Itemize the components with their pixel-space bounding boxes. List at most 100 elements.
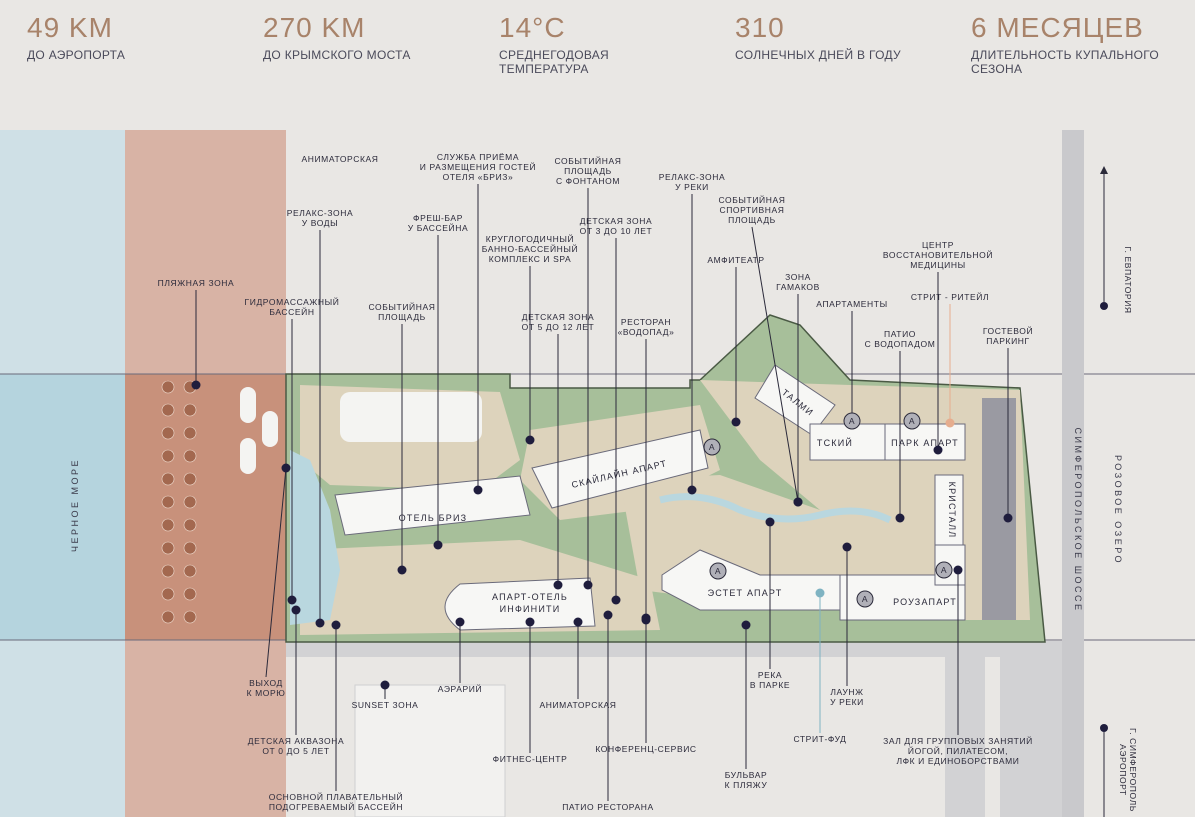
callout-label: АНИМАТОРСКАЯ bbox=[539, 700, 616, 710]
callout-dot bbox=[793, 497, 803, 507]
svg-text:A: A bbox=[849, 416, 855, 426]
direction-simferopol-2: АЭРОПОРТ bbox=[1118, 744, 1128, 796]
building-label-kristall: КРИСТАЛЛ bbox=[947, 482, 957, 539]
callout-label: ВЫХОД bbox=[249, 678, 283, 688]
svg-text:A: A bbox=[941, 565, 947, 575]
callout-dot bbox=[331, 620, 341, 630]
callout-label: СОБЫТИЙНАЯ bbox=[554, 155, 621, 166]
callout-label: С ФОНТАНОМ bbox=[556, 176, 620, 186]
callout-dot bbox=[641, 615, 651, 625]
callout-label: СТРИТ - РИТЕЙЛ bbox=[911, 291, 989, 302]
callout-dot bbox=[731, 417, 741, 427]
callout-dot bbox=[603, 610, 613, 620]
callout-label: ЛФК И ЕДИНОБОРСТВАМИ bbox=[897, 756, 1020, 766]
callout-label: ГИДРОМАССАЖНЫЙ bbox=[245, 296, 340, 307]
callout-label: «ВОДОПАД» bbox=[618, 327, 675, 337]
building-label-breeze: ОТЕЛЬ БРИЗ bbox=[399, 513, 468, 523]
callout-label: СОБЫТИЙНАЯ bbox=[368, 301, 435, 312]
callout-label: ЙОГОЙ, ПИЛАТЕСОМ, bbox=[908, 745, 1008, 756]
callout-label: К ПЛЯЖУ bbox=[725, 780, 768, 790]
callout-label: СТРИТ-ФУД bbox=[793, 734, 846, 744]
callout-dot bbox=[945, 418, 955, 428]
stat-value: 310 bbox=[735, 12, 785, 43]
callout-label: ВОССТАНОВИТЕЛЬНОЙ bbox=[883, 249, 993, 260]
callout-label: ДЕТСКАЯ АКВАЗОНА bbox=[248, 736, 345, 746]
callout-label: ЦЕНТР bbox=[922, 240, 954, 250]
callout-dot bbox=[397, 565, 407, 575]
highway bbox=[1062, 130, 1084, 817]
callout-label: ПЛЯЖНАЯ ЗОНА bbox=[158, 278, 235, 288]
callout-label: АМФИТЕАТР bbox=[707, 255, 764, 265]
callout-dot bbox=[287, 595, 297, 605]
beach-umbrellas bbox=[161, 380, 197, 624]
callout-dot bbox=[455, 617, 465, 627]
leader-lines bbox=[191, 184, 1013, 801]
stat-label: ДО КРЫМСКОГО МОСТА bbox=[263, 48, 411, 62]
building-kristall: КРИСТАЛЛ bbox=[934, 474, 964, 546]
callout-label: ОТЕЛЯ «БРИЗ» bbox=[443, 172, 514, 182]
evpatoria-dot bbox=[1100, 302, 1108, 310]
callout-label: АНИМАТОРСКАЯ bbox=[301, 154, 378, 164]
callout-label: ПЛОЩАДЬ bbox=[564, 166, 612, 176]
sunset-zone-area bbox=[354, 684, 506, 817]
stats-bar: 49 KM ДО АЭРОПОРТА 270 KM ДО КРЫМСКОГО М… bbox=[0, 0, 1195, 130]
marker-a-icon: A bbox=[935, 561, 953, 579]
sea-label: ЧЕРНОЕ МОРЕ bbox=[70, 458, 80, 552]
callout-dot bbox=[1003, 513, 1013, 523]
svg-text:A: A bbox=[715, 566, 721, 576]
building-rouz: РОУЗАПАРТ bbox=[839, 544, 966, 621]
beach-pools bbox=[240, 387, 278, 474]
callout-label: СЛУЖБА ПРИЁМА bbox=[437, 152, 519, 162]
callout-label: ПЛОЩАДЬ bbox=[728, 215, 776, 225]
svg-text:A: A bbox=[909, 416, 915, 426]
leader-line bbox=[265, 467, 287, 678]
callout-dot bbox=[765, 517, 775, 527]
callout-label: СПОРТИВНАЯ bbox=[719, 205, 784, 215]
parking-markers: A A A A A A bbox=[703, 412, 953, 608]
callout-label: ФИТНЕС-ЦЕНТР bbox=[493, 754, 568, 764]
stat-sunny-days: 310 СОЛНЕЧНЫХ ДНЕЙ В ГОДУ bbox=[735, 12, 901, 62]
building-infiniti: АПАРТ-ОТЕЛЬ ИНФИНИТИ bbox=[444, 577, 596, 631]
site-plan: ОТЕЛЬ БРИЗ СКАЙЛАЙН АПАРТ АПАРТ-ОТЕЛЬ ИН… bbox=[0, 130, 1195, 817]
marker-a-icon: A bbox=[709, 562, 727, 580]
building-park: ТСКИЙ ПАРК АПАРТ bbox=[809, 423, 966, 461]
callout-dot bbox=[315, 618, 325, 628]
callout-label: РЕСТОРАН bbox=[621, 317, 671, 327]
callout-label: ЗАЛ ДЛЯ ГРУППОВЫХ ЗАНЯТИЙ bbox=[883, 735, 1033, 746]
road-bottom bbox=[286, 641, 1062, 657]
building-skyline: СКАЙЛАЙН АПАРТ bbox=[531, 429, 709, 509]
guest-parking-area bbox=[982, 398, 1016, 620]
callout-dot bbox=[281, 463, 291, 473]
callout-label: ДЕТСКАЯ ЗОНА bbox=[580, 216, 653, 226]
callout-label: ГАМАКОВ bbox=[776, 282, 820, 292]
callout-label: ПОДОГРЕВАЕМЫЙ БАССЕЙН bbox=[269, 801, 403, 812]
callout-dot bbox=[933, 445, 943, 455]
callout-dot bbox=[553, 580, 563, 590]
stat-value: 270 KM bbox=[263, 12, 366, 43]
callout-label: КОНФЕРЕНЦ-СЕРВИС bbox=[595, 744, 696, 754]
callout-label: ОСНОВНОЙ ПЛАВАТЕЛЬНЫЙ bbox=[269, 791, 404, 802]
callout-dot bbox=[573, 617, 583, 627]
callout-label: БАССЕЙН bbox=[269, 306, 314, 317]
callout-label: SUNSET ЗОНА bbox=[352, 700, 419, 710]
callout-label: ФРЕШ-БАР bbox=[413, 213, 463, 223]
callout-dot bbox=[525, 435, 535, 445]
marker-a-icon: A bbox=[903, 412, 921, 430]
callout-dot bbox=[433, 540, 443, 550]
sea-area bbox=[0, 374, 125, 640]
callout-label: ЛАУНЖ bbox=[830, 687, 863, 697]
main-pool bbox=[290, 450, 340, 625]
callout-dot bbox=[473, 485, 483, 495]
callout-dot bbox=[895, 513, 905, 523]
callout-dot bbox=[583, 580, 593, 590]
stat-value: 49 KM bbox=[27, 12, 113, 43]
building-label-tsky: ТСКИЙ bbox=[817, 437, 853, 448]
callout-label: ГОСТЕВОЙ bbox=[983, 325, 1033, 336]
marker-a-icon: A bbox=[856, 590, 874, 608]
direction-simferopol-1: Г. СИМФЕРОПОЛЬ bbox=[1128, 728, 1138, 812]
callout-label: ПАРКИНГ bbox=[986, 336, 1029, 346]
